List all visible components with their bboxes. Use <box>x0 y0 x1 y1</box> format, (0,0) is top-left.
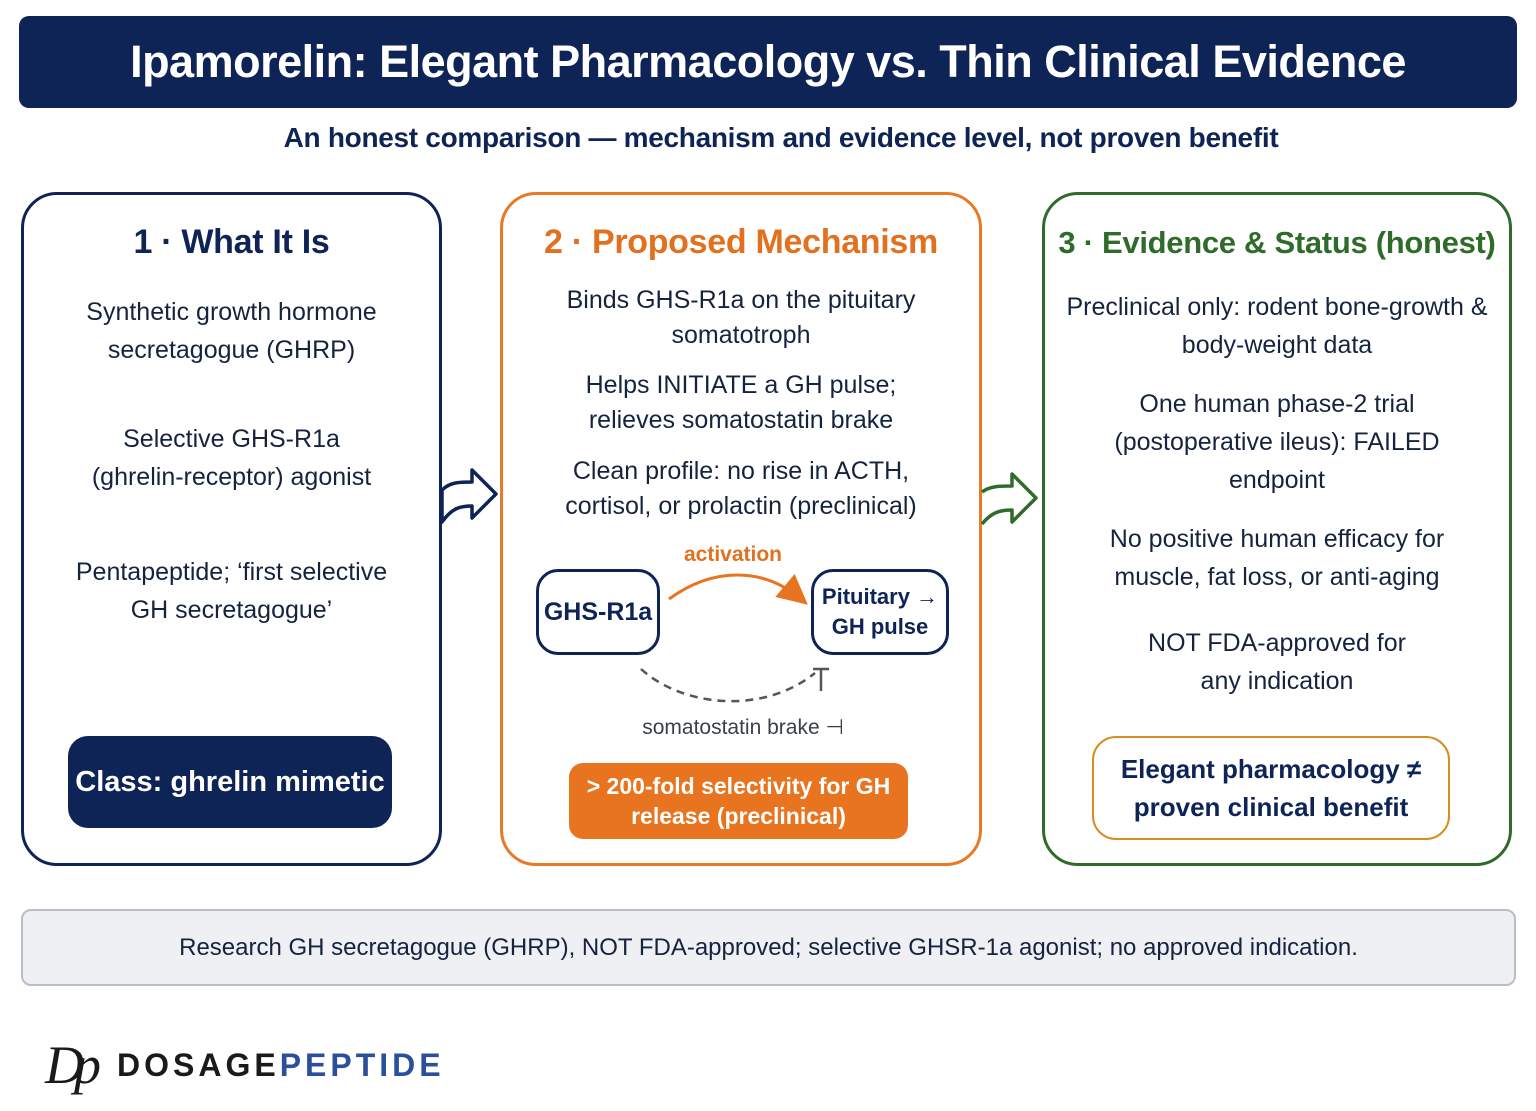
panel-proposed-mechanism: 2 · Proposed Mechanism Binds GHS-R1a on … <box>500 192 982 866</box>
panel-item: NOT FDA-approved for any indication <box>1148 629 1406 695</box>
brake-label: somatostatin brake ⊣ <box>642 716 844 739</box>
pituitary-node: Pituitary → GH pulse <box>811 569 949 655</box>
footer-note: Research GH secretagogue (GHRP), NOT FDA… <box>21 909 1516 986</box>
panel-title: 3 · Evidence & Status (honest) <box>1058 225 1496 260</box>
logo-mark-icon: Dp <box>45 1035 101 1095</box>
brand-name-part1: DOSAGE <box>117 1046 280 1083</box>
panel-item: No positive human efficacy for muscle, f… <box>1109 525 1445 591</box>
brand-name-part2: PEPTIDE <box>279 1046 445 1083</box>
panel-item: Helps INITIATE a GH pulse; relieves soma… <box>585 371 897 434</box>
receptor-node: GHS-R1a <box>536 569 660 655</box>
panel-item: One human phase-2 trial (postoperative i… <box>1114 390 1440 494</box>
pituitary-node-line: GH pulse <box>831 614 929 639</box>
title-banner: Ipamorelin: Elegant Pharmacology vs. Thi… <box>19 16 1517 108</box>
panel-item: Clean profile: no rise in ACTH, cortisol… <box>565 457 917 520</box>
panel-what-it-is: 1 · What It Is Synthetic growth hormone … <box>21 192 442 866</box>
panel-item: Synthetic growth hormone secretagogue (G… <box>86 298 377 364</box>
activation-label: activation <box>683 543 783 566</box>
page-title: Ipamorelin: Elegant Pharmacology vs. Thi… <box>130 36 1406 87</box>
verdict-badge: Elegant pharmacology ≠ proven clinical b… <box>1092 736 1450 840</box>
inhibition-mark <box>813 667 829 691</box>
page-subtitle: An honest comparison — mechanism and evi… <box>283 122 1279 153</box>
pituitary-node-line: Pituitary → <box>821 584 939 609</box>
panel-title: 1 · What It Is <box>133 223 330 261</box>
panel-title: 2 · Proposed Mechanism <box>544 223 938 261</box>
class-badge: Class: ghrelin mimetic <box>68 736 392 828</box>
arrow-right-icon <box>440 468 498 524</box>
panel-item: Selective GHS-R1a (ghrelin-receptor) ago… <box>91 425 372 491</box>
panel-item: Pentapeptide; ‘first selective GH secret… <box>75 558 388 624</box>
selectivity-badge: > 200-fold selectivity for GH release (p… <box>569 763 908 839</box>
brand-logo: Dp DOSAGE PEPTIDE <box>45 1038 445 1092</box>
arrow-right-icon <box>980 472 1038 526</box>
activation-arrow <box>668 573 808 605</box>
somatostatin-brake-line <box>640 668 816 703</box>
panel-item: Binds GHS-R1a on the pituitary somatotro… <box>566 286 916 349</box>
panel-evidence-status: 3 · Evidence & Status (honest) Preclinic… <box>1042 192 1512 866</box>
panel-item: Preclinical only: rodent bone-growth & b… <box>1066 293 1488 359</box>
